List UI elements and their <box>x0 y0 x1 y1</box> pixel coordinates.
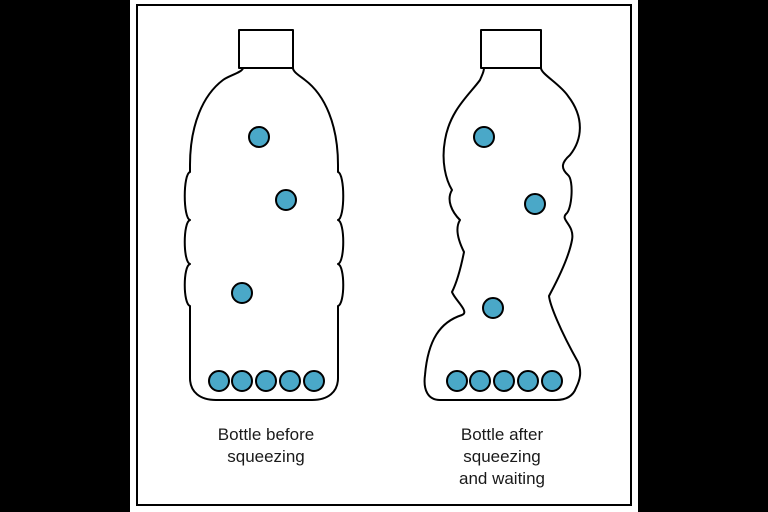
left-bottle-cap <box>238 29 294 69</box>
diver-floating <box>482 297 504 319</box>
right-bottle-cap <box>480 29 542 69</box>
diver-floating <box>473 126 495 148</box>
diver-sunk <box>469 370 491 392</box>
right-bottle-body <box>423 67 582 401</box>
diver-sunk <box>255 370 277 392</box>
diver-sunk <box>279 370 301 392</box>
caption-after: Bottle after squeezing and waiting <box>402 424 602 490</box>
caption-before-line: squeezing <box>227 447 305 466</box>
diver-sunk <box>303 370 325 392</box>
diver-sunk <box>208 370 230 392</box>
diver-floating <box>231 282 253 304</box>
diver-sunk <box>517 370 539 392</box>
diver-floating <box>275 189 297 211</box>
diver-floating <box>524 193 546 215</box>
diver-sunk <box>493 370 515 392</box>
caption-after-line: and waiting <box>458 469 545 488</box>
caption-before-line: Bottle before <box>217 425 315 444</box>
caption-before: Bottle before squeezing <box>166 424 366 468</box>
diver-sunk <box>231 370 253 392</box>
diver-sunk <box>541 370 563 392</box>
diver-sunk <box>446 370 468 392</box>
diagram-frame <box>136 4 632 506</box>
diver-floating <box>248 126 270 148</box>
caption-after-line: squeezing <box>463 447 541 466</box>
left-bottle-body <box>183 67 345 401</box>
caption-after-line: Bottle after <box>460 425 544 444</box>
